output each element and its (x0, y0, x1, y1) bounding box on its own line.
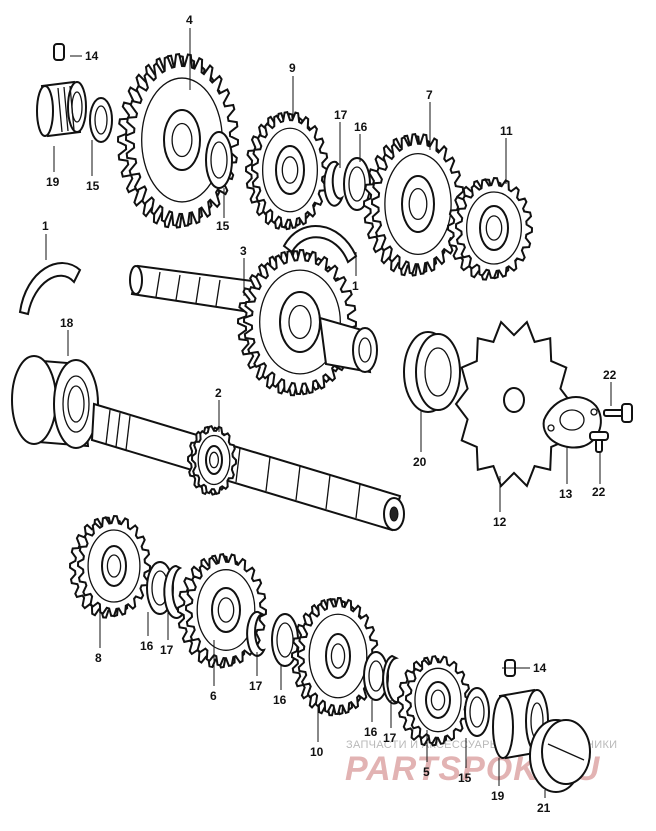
callout-16-bottom-mid: 16 (273, 693, 287, 707)
drive-sprocket-12 (454, 320, 574, 488)
gear-7 (362, 132, 466, 277)
callout-3: 3 (240, 244, 247, 258)
oil-seal-20 (403, 331, 461, 413)
callout-labels: 4 14 9 17 16 7 11 19 15 15 1 3 1 18 2 22… (42, 13, 617, 815)
callout-14-bottom: 14 (533, 661, 547, 675)
circlip-17-bottom-mid (246, 610, 266, 657)
callout-15-top-right: 15 (216, 219, 230, 233)
gear-11 (446, 176, 534, 281)
snap-ring-1-left (18, 262, 82, 316)
callout-16-bottom-right: 16 (364, 725, 378, 739)
gear-6 (176, 552, 268, 669)
ball-bearing-18 (11, 355, 99, 449)
callout-6: 6 (210, 689, 217, 703)
bolt-22-upper (603, 403, 633, 423)
callout-19-top: 19 (46, 175, 60, 189)
circlip-17-bottom-left (163, 564, 187, 619)
thrust-washer-15-bottom (464, 687, 490, 737)
callout-10: 10 (310, 745, 324, 759)
thrust-washer-15-top-left (89, 97, 113, 143)
output-shaft-end-3 (318, 316, 378, 374)
callout-17-bottom-mid: 17 (249, 679, 263, 693)
callout-7: 7 (426, 88, 433, 102)
callout-17-bottom-left: 17 (160, 643, 174, 657)
gear-2 (186, 425, 238, 496)
callout-16-top: 16 (354, 120, 368, 134)
gear-8 (68, 514, 152, 619)
callout-15-top-left: 15 (86, 179, 100, 193)
gear-10 (290, 596, 380, 717)
callout-14-top: 14 (85, 49, 99, 63)
callout-21: 21 (537, 801, 551, 815)
thrust-washer-15-top-right (205, 131, 233, 189)
callout-20: 20 (413, 455, 427, 469)
callout-22-lower: 22 (592, 485, 606, 499)
callout-1-right: 1 (352, 279, 359, 293)
bolt-22-lower (589, 431, 609, 453)
circlip-17-bottom-right (382, 654, 399, 705)
dowel-pin-14-top (53, 43, 65, 61)
callout-16-bottom-left: 16 (140, 639, 154, 653)
callout-4: 4 (186, 13, 193, 27)
callout-22-upper: 22 (603, 368, 617, 382)
callout-2: 2 (215, 386, 222, 400)
callout-17-top: 17 (334, 108, 348, 122)
callout-13: 13 (559, 487, 573, 501)
callout-5: 5 (423, 765, 430, 779)
leader-lines (45, 28, 612, 798)
gear-9 (244, 110, 330, 231)
callout-17-bottom-right: 17 (383, 731, 397, 745)
callout-19-bottom: 19 (491, 789, 505, 803)
snap-ring-1-right (282, 224, 358, 264)
mainshaft-2 (90, 402, 405, 532)
circlip-17-top (323, 160, 345, 207)
callout-15-bottom: 15 (458, 771, 472, 785)
callout-9: 9 (289, 61, 296, 75)
callout-8: 8 (95, 651, 102, 665)
lock-plate-13 (542, 396, 602, 449)
callout-1-left: 1 (42, 219, 49, 233)
gear-5 (396, 655, 472, 747)
end-cap-21 (529, 719, 591, 793)
gear-4 (116, 52, 240, 229)
needle-bearing-19-top (36, 80, 87, 138)
callout-18: 18 (60, 316, 74, 330)
callout-12: 12 (493, 515, 507, 529)
callout-11: 11 (500, 124, 513, 138)
